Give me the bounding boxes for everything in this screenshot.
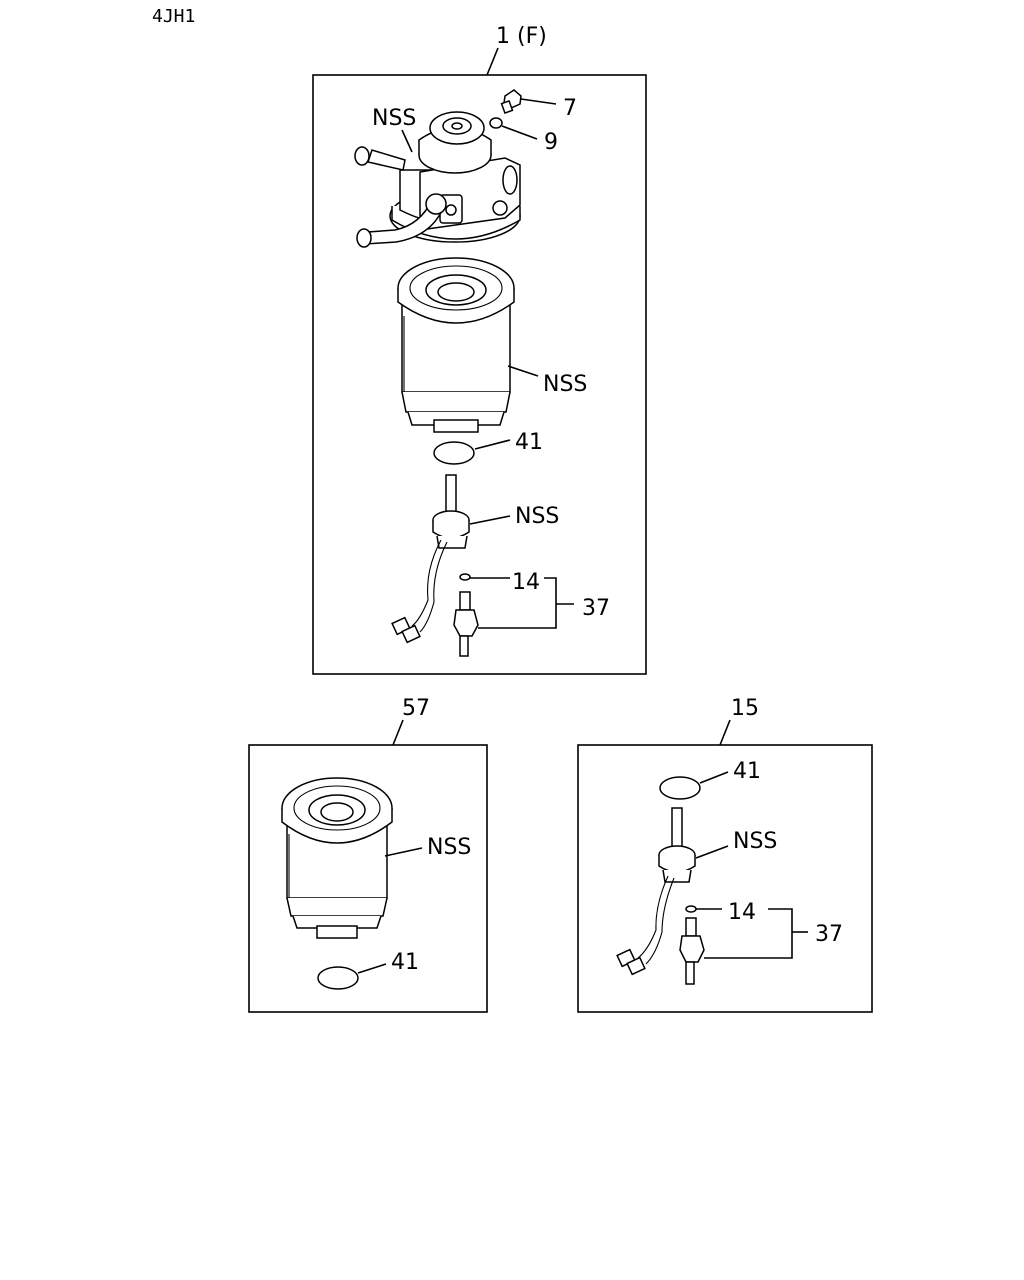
- main-group-frame: [312, 74, 647, 675]
- model-code: 4JH1: [152, 6, 195, 27]
- sensor-nss-leader: [469, 515, 511, 525]
- element-kit-ref-leader: [392, 719, 404, 746]
- sensor-kit-ref: 15: [731, 696, 759, 721]
- kit-oring-label: 41: [391, 950, 419, 975]
- kit-oring-leader: [357, 963, 387, 974]
- oring-41: [433, 441, 475, 465]
- oring-14: [459, 573, 471, 581]
- sk-oring-41: [659, 776, 701, 800]
- sk-oring-14: [685, 905, 697, 913]
- head-nss-leader: [401, 129, 413, 153]
- washer-leader: [501, 125, 538, 140]
- water-sensor: [391, 474, 470, 644]
- sk-kit-bracket: [704, 908, 793, 959]
- kit-oring-41: [317, 966, 359, 990]
- sk-small-oring-label: 14: [728, 900, 756, 925]
- oring-label: 41: [515, 430, 543, 455]
- sk-sensor-probe: [679, 917, 705, 985]
- bolt-7: [500, 89, 522, 115]
- sensor-nss-label: NSS: [515, 504, 559, 529]
- filter-element-kit: [281, 777, 393, 939]
- kit-bracket: [478, 577, 557, 629]
- sk-oring-label: 41: [733, 759, 761, 784]
- element-kit-ref: 57: [402, 696, 430, 721]
- sk-oring-leader: [699, 771, 729, 784]
- washer-label: 9: [544, 130, 558, 155]
- sensor-kit-frame: [577, 744, 873, 1013]
- kit-element-nss-leader: [384, 847, 423, 857]
- main-group-ref-leader: [486, 47, 499, 76]
- sensor-kit-ref-leader: [719, 719, 731, 746]
- group-element-kit: 57 NSS 41: [248, 696, 488, 1013]
- group-main: 1 (F): [312, 24, 647, 675]
- washer-9: [489, 117, 503, 129]
- sk-sensor-nss-label: NSS: [733, 829, 777, 854]
- small-oring-label: 14: [512, 570, 540, 595]
- main-group-ref: 1 (F): [496, 24, 547, 49]
- bolt-leader: [520, 98, 557, 105]
- element-kit-frame: [248, 744, 488, 1013]
- kit-element-nss-label: NSS: [427, 835, 471, 860]
- sk-kit-label: 37: [815, 922, 843, 947]
- kit-label: 37: [582, 596, 610, 621]
- sensor-probe: [453, 591, 479, 657]
- bolt-label: 7: [563, 96, 577, 121]
- sk-water-sensor: [616, 807, 696, 976]
- sk-sensor-nss-leader: [695, 845, 729, 859]
- filter-head: [354, 111, 521, 248]
- element-nss-leader: [507, 365, 539, 377]
- filter-element: [397, 257, 515, 433]
- element-nss-label: NSS: [543, 372, 587, 397]
- oring-leader: [474, 439, 511, 450]
- group-sensor-kit: 15 41 NSS 14 37: [577, 696, 873, 1013]
- head-nss-label: NSS: [372, 106, 416, 131]
